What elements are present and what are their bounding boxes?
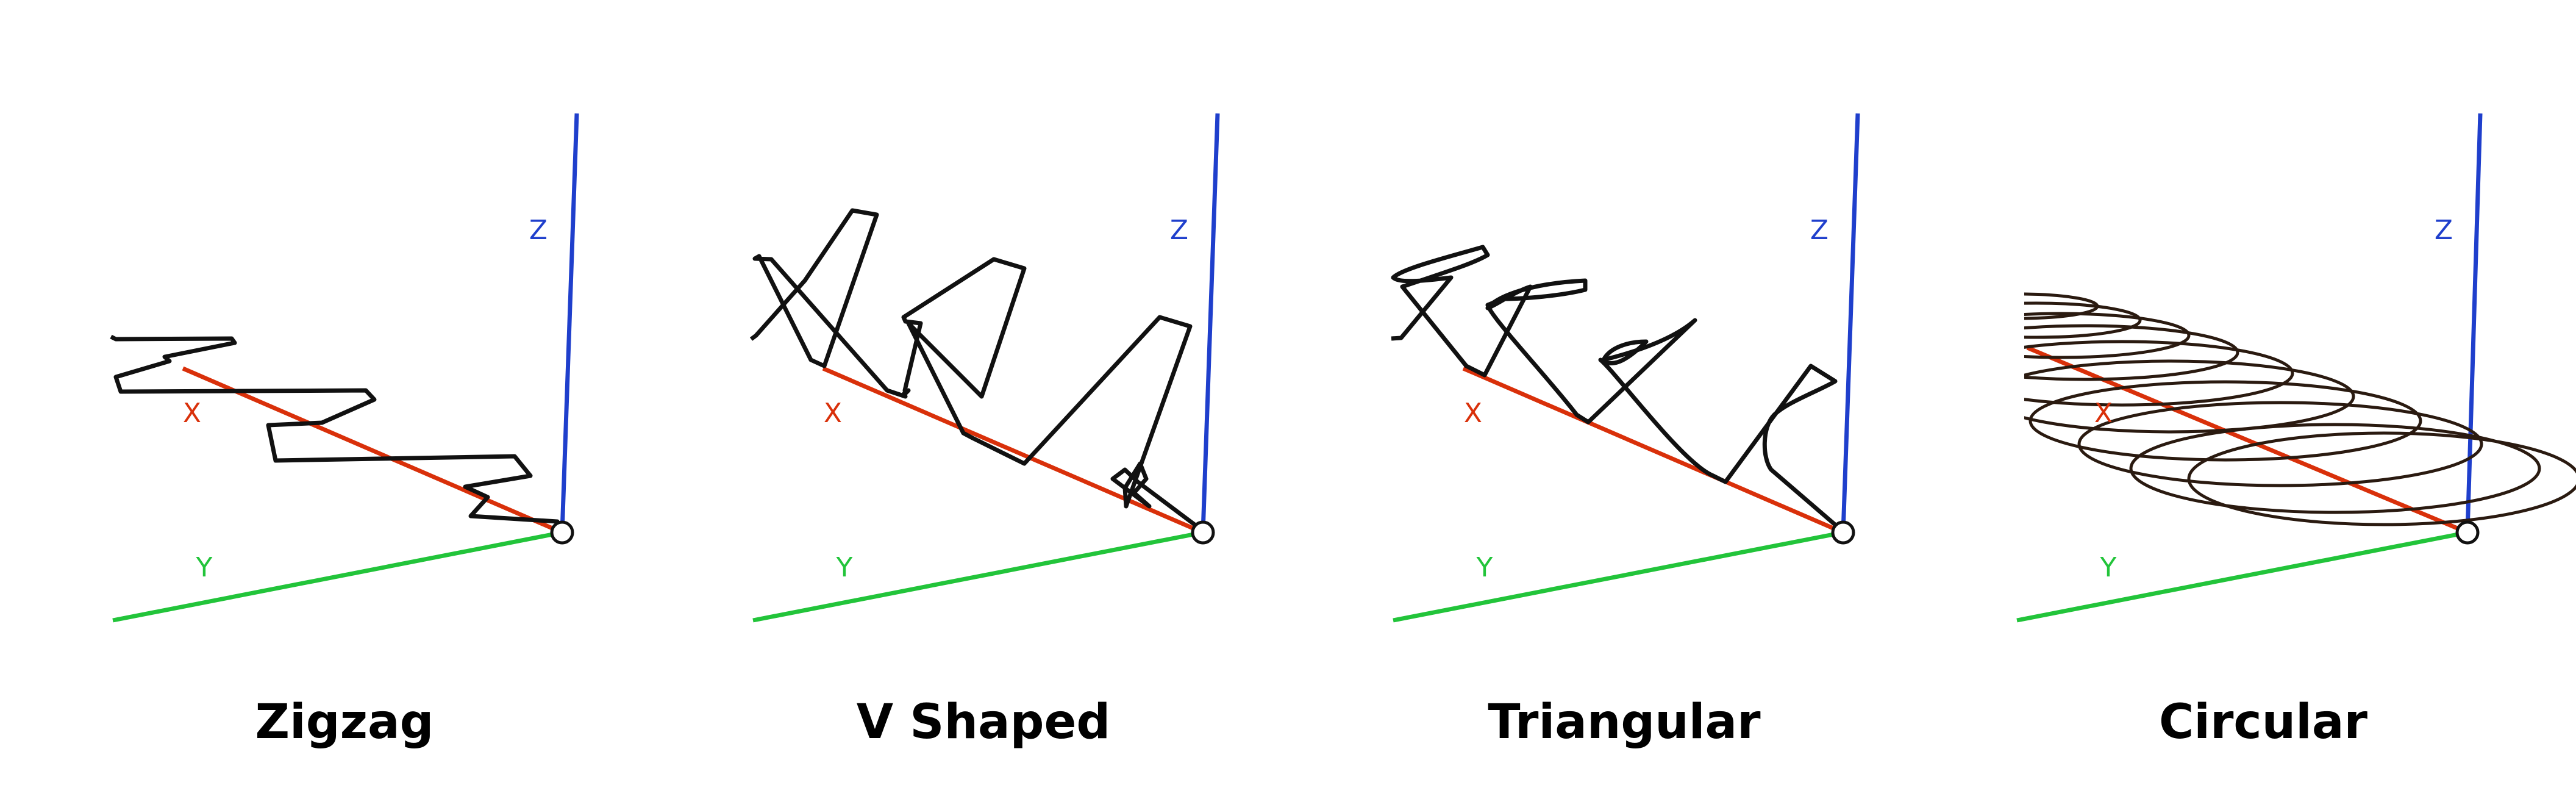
origin-marker: [550, 520, 574, 545]
zigzag-weave-path: [110, 334, 560, 525]
panel-title: Triangular: [1488, 695, 1761, 750]
panel-title: Zigzag: [255, 695, 434, 750]
x-axis-label: X: [1464, 398, 1482, 429]
origin-marker: [2455, 520, 2480, 545]
y-axis-label: Y: [1476, 552, 1493, 583]
z-axis-label: Z: [2435, 215, 2453, 246]
z-axis-label: Z: [529, 215, 548, 246]
z-axis-label: Z: [1170, 215, 1188, 246]
x-axis-label: X: [183, 398, 201, 429]
panel-zigzag: X Y Z Zigzag: [110, 113, 579, 750]
z-axis: [2465, 113, 2483, 533]
weave-loop: [2024, 301, 2142, 339]
circular-weave-loops: [2024, 292, 2576, 526]
weave-loop: [2024, 324, 2239, 381]
origin-marker: [1831, 520, 1855, 545]
weave-loop: [2187, 431, 2576, 526]
panel-v-shaped: X Y Z V Shaped: [749, 113, 1220, 750]
z-axis: [1841, 113, 1860, 533]
panel-title: V Shaped: [857, 695, 1110, 750]
weave-loop: [2028, 380, 2422, 462]
weave-loop: [2024, 312, 2191, 359]
y-axis: [752, 530, 1204, 623]
origin-marker: [1191, 520, 1215, 545]
x-axis-label: X: [2094, 398, 2113, 429]
weave-loop: [2024, 340, 2294, 407]
z-axis-label: Z: [1810, 215, 1829, 246]
z-axis: [1201, 113, 1220, 533]
weave-loop: [2024, 359, 2355, 434]
y-axis: [112, 530, 563, 623]
panel-title: Circular: [2159, 695, 2368, 750]
panel-triangular: X Y Z Triangular: [1391, 113, 1860, 750]
triangular-weave-path: [1391, 245, 1838, 528]
weave-loop: [2129, 423, 2541, 514]
x-axis: [1462, 366, 1844, 535]
panel-circular: X Y Z Circular: [2016, 113, 2576, 750]
y-axis-label: Y: [2100, 552, 2117, 583]
z-axis: [560, 113, 579, 533]
y-axis: [2016, 530, 2468, 623]
x-axis-label: X: [824, 398, 842, 429]
x-axis: [822, 366, 1204, 535]
x-axis: [182, 366, 563, 535]
v-shaped-weave-path: [749, 208, 1198, 528]
y-axis: [1393, 530, 1844, 623]
weave-loop: [2077, 401, 2483, 487]
y-axis-label: Y: [836, 552, 853, 583]
y-axis-label: Y: [196, 552, 213, 583]
